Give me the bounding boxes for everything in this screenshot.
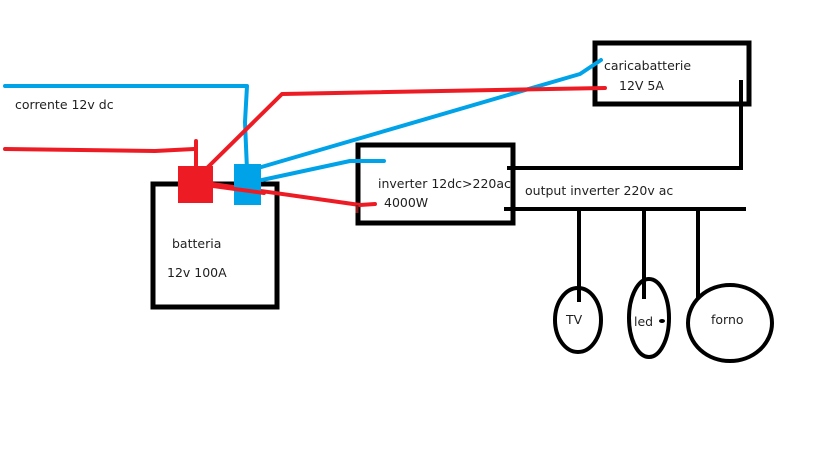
battery-to-charger-positive-wire	[205, 86, 607, 170]
output-bus-label: output inverter 220v ac	[525, 183, 673, 198]
load-tv-oval	[553, 286, 603, 354]
battery-to-inverter-negative-wire	[260, 159, 386, 182]
inverter-spec-label: 4000W	[384, 195, 428, 210]
positive-wire-over-terminal	[211, 184, 266, 195]
battery-negative-terminal	[234, 164, 261, 205]
charger-box	[592, 40, 752, 107]
charger-spec-label: 12V 5A	[619, 78, 664, 93]
inverter-box	[355, 142, 516, 226]
load-led-label: led	[634, 314, 653, 329]
load-tv-label: TV	[565, 312, 583, 327]
load-oven-oval	[686, 283, 774, 363]
load-led-oval	[627, 277, 671, 359]
input-positive-wire	[3, 147, 196, 153]
charger-to-inverter-line	[507, 80, 743, 170]
input-label: corrente 12v dc	[15, 97, 114, 112]
battery-to-charger-negative-wire	[256, 58, 603, 170]
load-oven-label: forno	[711, 312, 744, 327]
inverter-name-label: inverter 12dc>220ac	[378, 176, 511, 191]
battery-spec-label: 12v 100A	[167, 265, 227, 280]
charger-name-label: caricabatterie	[604, 58, 691, 73]
input-negative-wire	[3, 84, 249, 172]
led-dot	[659, 319, 665, 323]
battery-positive-terminal	[178, 166, 213, 203]
battery-name-label: batteria	[172, 236, 221, 251]
